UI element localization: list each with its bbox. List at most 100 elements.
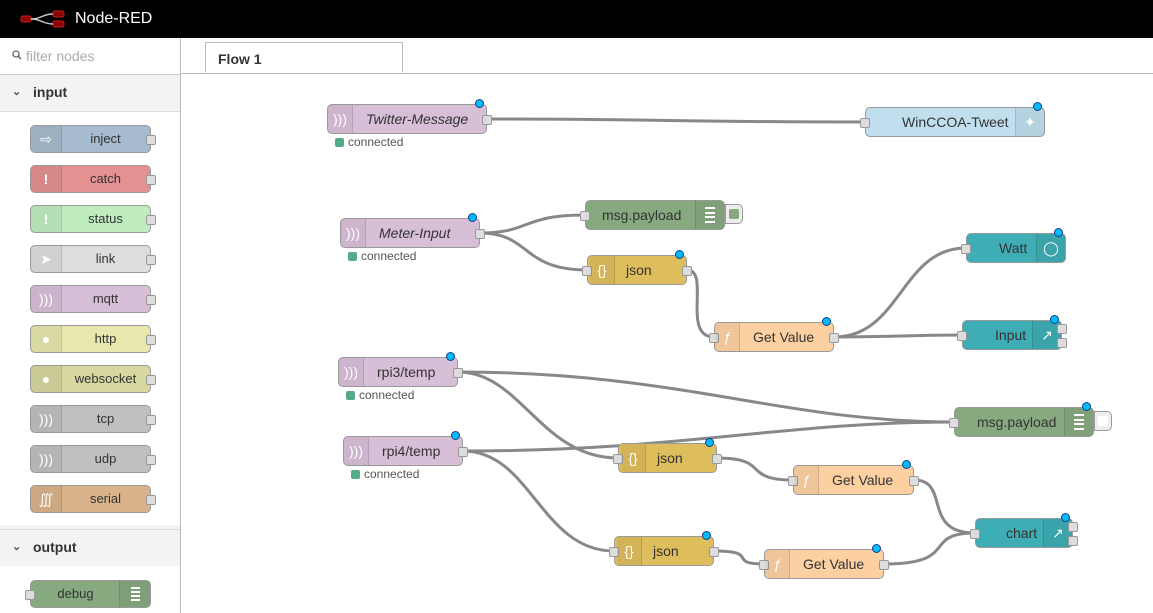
output-port [146,335,156,345]
palette-node-udp[interactable]: ))) udp [30,445,156,473]
filter-nodes-input[interactable] [26,46,174,66]
workspace: Flow 1 ))) Twitter-M [181,38,1153,613]
changed-indicator [475,99,484,108]
node-meter-input[interactable]: ))) Meter-Input [340,213,485,248]
json-icon: {} [621,444,646,472]
palette-node-websocket[interactable]: ● websocket [30,365,156,393]
node-debug-msg-payload[interactable]: msg.payload [949,402,1094,437]
node-rpi3-temp[interactable]: ))) rpi3/temp [338,352,463,387]
output-port[interactable] [829,333,839,343]
function-icon: ƒ [794,466,819,494]
output-port[interactable] [1068,522,1078,532]
input-port[interactable] [970,529,980,539]
palette-node-serial[interactable]: ∭ serial [30,485,156,513]
input-port[interactable] [788,476,798,486]
output-port[interactable] [458,447,468,457]
output-port[interactable] [712,454,722,464]
arrow-in-icon: ⇨ [31,126,62,152]
palette-node-tcp[interactable]: ))) tcp [30,405,156,433]
wire [833,246,967,339]
input-port[interactable] [582,266,592,276]
workspace-tabs: Flow 1 [181,38,1153,74]
output-port[interactable] [482,115,492,125]
palette-category-input-header[interactable]: ⌄ input [0,75,180,112]
debug-toggle-button[interactable] [725,204,743,224]
node-rpi4-temp[interactable]: ))) rpi4/temp [343,431,468,466]
input-port [25,590,35,600]
input-port[interactable] [961,244,971,254]
output-port[interactable] [1057,324,1067,334]
flow-canvas[interactable]: ))) Twitter-Message connected WinCCOA-Tw… [181,74,1153,613]
wire [713,549,765,566]
changed-indicator [446,352,455,361]
node-debug-msg-payload[interactable]: msg.payload [580,200,725,230]
chart-icon: ↗ [1032,321,1061,349]
output-port[interactable] [682,266,692,276]
debug-icon [119,581,150,607]
node-get-value-function[interactable]: ƒ Get Value [759,544,889,579]
wire [716,456,794,482]
search-icon [12,50,22,60]
bridge-icon: ))) [31,406,62,432]
debug-toggle-button[interactable] [1094,411,1112,431]
bridge-icon: ))) [31,446,62,472]
output-port[interactable] [909,476,919,486]
debug-icon [695,201,724,229]
input-port[interactable] [957,331,967,341]
input-port[interactable] [759,560,769,570]
output-port [146,415,156,425]
node-json[interactable]: {} json [609,531,719,566]
changed-indicator [902,460,911,469]
palette-node-link[interactable]: ➤ link [30,245,156,273]
node-json[interactable]: {} json [582,250,692,285]
changed-indicator [468,213,477,222]
palette-node-http[interactable]: ● http [30,325,156,353]
input-port[interactable] [580,211,590,221]
output-port [146,495,156,505]
chevron-down-icon: ⌄ [12,86,22,98]
palette-category-output: debug [0,566,180,613]
input-port[interactable] [609,547,619,557]
palette-category-input: ⇨ inject ! catch ! status ➤ link ))) mqt… [0,112,180,525]
palette-node-mqtt[interactable]: ))) mqtt [30,285,156,313]
output-port [146,215,156,225]
output-port [146,135,156,145]
node-chart[interactable]: chart ↗ [970,513,1078,548]
node-winccoa-tweet[interactable]: WinCCOA-Tweet ✦ [860,102,1045,137]
function-icon: ƒ [765,550,790,578]
input-port[interactable] [949,418,959,428]
status-connected: connected [351,467,419,481]
header: Node-RED [0,0,1153,38]
changed-indicator [1054,228,1063,237]
status-dot-icon [346,391,355,400]
output-port[interactable] [709,547,719,557]
node-twitter-message[interactable]: ))) Twitter-Message [327,99,492,134]
node-input-chart[interactable]: Input ↗ [957,315,1067,350]
wire [457,370,619,460]
chart-icon: ↗ [1043,519,1072,547]
palette-category-output-header[interactable]: ⌄ output [0,529,180,567]
output-port[interactable] [1068,536,1078,546]
json-icon: {} [590,256,615,284]
palette-node-status[interactable]: ! status [30,205,156,233]
output-port[interactable] [1057,338,1067,348]
palette-node-inject[interactable]: ⇨ inject [30,125,156,153]
bridge-icon: ))) [328,105,353,133]
node-json[interactable]: {} json [613,438,722,473]
output-port [146,255,156,265]
wire [462,420,955,453]
input-port[interactable] [860,118,870,128]
changed-indicator [822,317,831,326]
palette-node-catch[interactable]: ! catch [30,165,156,193]
output-port[interactable] [453,368,463,378]
wire [457,370,955,424]
tab-flow-1[interactable]: Flow 1 [205,42,403,73]
node-watt-gauge[interactable]: Watt ◯ [961,228,1066,263]
output-port[interactable] [475,229,485,239]
input-port[interactable] [613,454,623,464]
node-get-value-function[interactable]: ƒ Get Value [788,460,919,495]
input-port[interactable] [709,333,719,343]
node-get-value-function[interactable]: ƒ Get Value [709,317,839,352]
palette-node-debug[interactable]: debug [25,580,151,608]
output-port[interactable] [879,560,889,570]
